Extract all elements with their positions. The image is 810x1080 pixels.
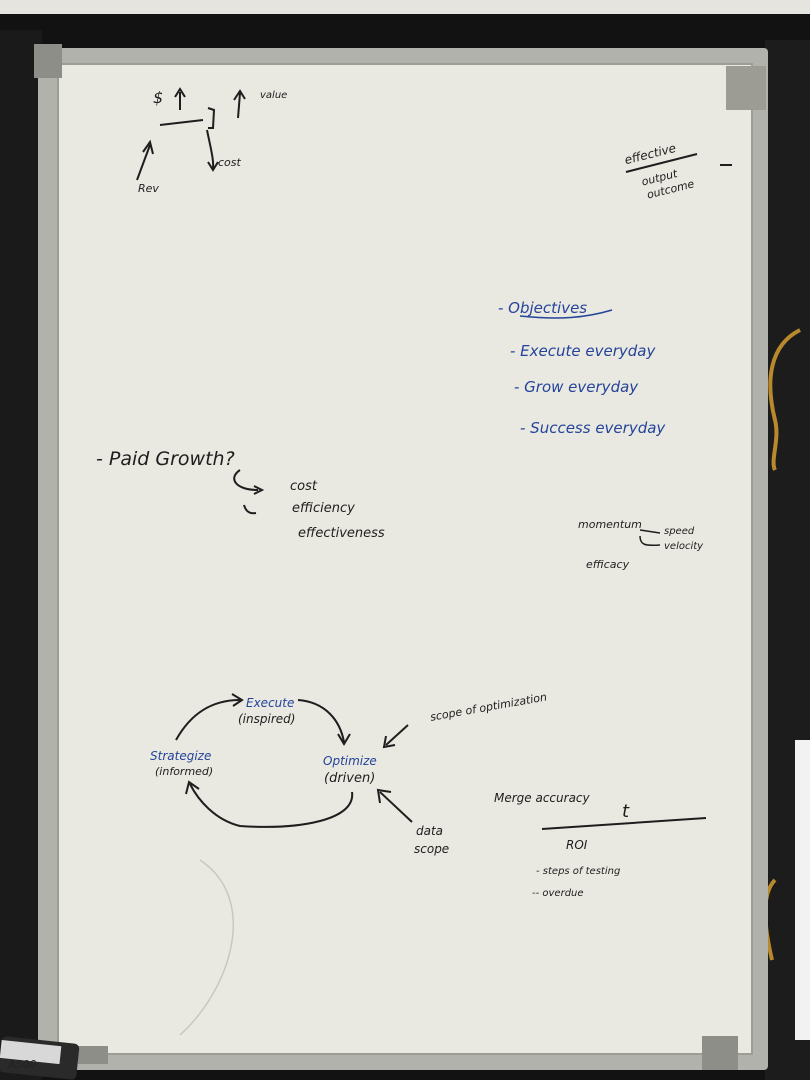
merge-formula: Merge accuracy t ROI - steps of testing … [494, 791, 707, 899]
strategize-label: Strategize [150, 749, 211, 763]
board-surface [58, 64, 752, 1054]
momentum-branch: velocity [664, 541, 704, 552]
cycle-arrowhead [337, 733, 351, 746]
momentum-arrow-2 [639, 535, 661, 547]
merge-denominator: ROI [566, 838, 588, 852]
dollar-label: $ [153, 88, 163, 107]
cycle-arrow-strategize-to-execute [175, 699, 241, 741]
value-label: value [260, 90, 287, 101]
fraction-bar [625, 153, 698, 173]
rev-label: Rev [138, 182, 159, 195]
marker[interactable]: A500 [0, 1036, 80, 1080]
optimize-label: Optimize [323, 754, 377, 768]
merge-fraction-bar [541, 817, 707, 830]
rope-upper [768, 328, 801, 471]
momentum-arrow-1 [639, 529, 661, 534]
momentum-label: momentum [578, 518, 642, 531]
data-scope-line-2: scope [414, 842, 449, 856]
optimize-sub-label: (driven) [324, 771, 375, 786]
scope-arrow [385, 724, 409, 746]
execute-sub-label: (inspired) [238, 712, 295, 726]
objectives-heading: - Objectives [498, 299, 587, 317]
data-scope-line-1: data [416, 824, 443, 838]
paid-growth-item: effectiveness [298, 526, 385, 541]
merge-note: - steps of testing [536, 866, 620, 877]
data-scope-arrow [379, 791, 413, 823]
efficacy-label: efficacy [586, 558, 630, 571]
objectives-list: - Objectives - Execute everyday - Grow e… [498, 299, 666, 437]
objectives-underline [519, 309, 613, 319]
merge-t: t [622, 801, 630, 822]
momentum-branch: speed [664, 526, 695, 537]
paid-growth-item: efficiency [292, 501, 355, 516]
execute-label: Execute [246, 696, 294, 710]
objective-item: - Grow everyday [514, 378, 639, 396]
cycle-arrow-optimize-to-strategize [189, 783, 354, 828]
strategize-sub-label: (informed) [155, 765, 213, 778]
left-curtain [0, 30, 42, 1080]
objective-item: - Success everyday [520, 419, 666, 437]
top-left-diagram [136, 87, 246, 181]
scope-arrowhead [382, 735, 396, 749]
cycle-arrowhead [231, 693, 244, 707]
merge-note: -- overdue [532, 888, 584, 899]
side-paper [795, 740, 810, 1040]
momentum-note: momentum speed velocity efficacy [578, 518, 704, 571]
merge-numerator: Merge accuracy [494, 791, 591, 805]
paid-growth-arrow [233, 469, 259, 491]
board-smudge [179, 859, 234, 1036]
board-inner-edge [57, 63, 753, 1055]
objective-item: - Execute everyday [510, 342, 656, 360]
marker-label: A500 [7, 1058, 37, 1071]
ceiling-strip [0, 0, 810, 14]
frame-corner-top-left [34, 44, 62, 78]
paid-growth-note: - Paid Growth? cost efficiency effective… [96, 448, 385, 541]
paid-growth-arrowhead [253, 485, 265, 495]
cost-label: cost [218, 156, 242, 169]
cycle-arrowhead [185, 780, 200, 795]
paid-growth-item: cost [290, 479, 318, 494]
frame-corner-bottom-right [702, 1036, 738, 1070]
paid-growth-hook [243, 504, 257, 515]
data-scope-label: data scope [414, 824, 449, 856]
cycle-arrow-execute-to-optimize [297, 699, 345, 743]
frame-corner-bottom-left [78, 1046, 108, 1064]
frame-corner-top-right [726, 66, 766, 110]
data-scope-arrowhead [376, 788, 392, 804]
paid-growth-heading: - Paid Growth? [96, 448, 235, 470]
